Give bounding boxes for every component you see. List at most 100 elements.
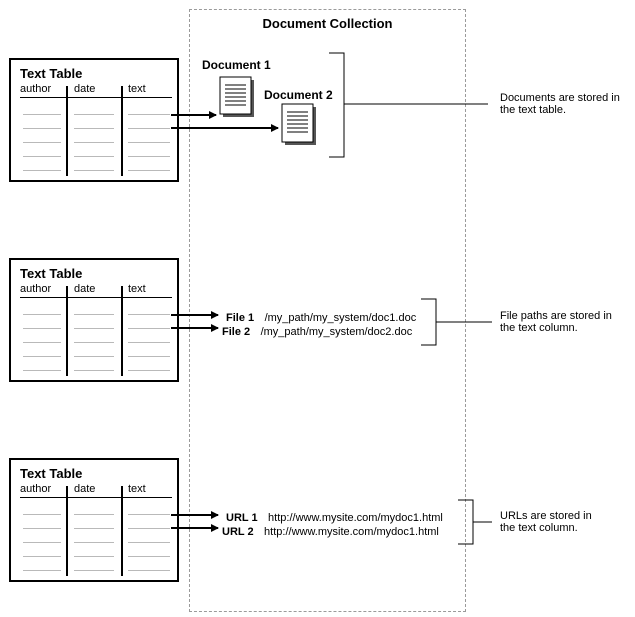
row-line bbox=[128, 542, 170, 543]
note-line: the text column. bbox=[500, 522, 578, 534]
row-line bbox=[74, 514, 114, 515]
text-table-1: Text Table author date text bbox=[9, 58, 179, 182]
row-line bbox=[74, 528, 114, 529]
row-line bbox=[74, 170, 114, 171]
bracket-documents bbox=[329, 52, 345, 158]
file-1-entry: File 1 /my_path/my_system/doc1.doc bbox=[226, 308, 416, 326]
row-line bbox=[23, 556, 61, 557]
row-line bbox=[74, 570, 114, 571]
row-line bbox=[23, 128, 61, 129]
bracket-file-paths bbox=[421, 298, 437, 346]
text-table-2: Text Table author date text bbox=[9, 258, 179, 382]
row-line bbox=[23, 314, 61, 315]
row-line bbox=[23, 142, 61, 143]
url-1-entry: URL 1 http://www.mysite.com/mydoc1.html bbox=[226, 508, 443, 526]
row-line bbox=[128, 528, 170, 529]
column-header-date: date bbox=[74, 283, 96, 295]
note-documents-stored: Documents are stored in the text table. bbox=[500, 92, 620, 116]
collection-title: Document Collection bbox=[262, 16, 393, 31]
row-line bbox=[23, 114, 61, 115]
note-line: File paths are stored in bbox=[500, 310, 612, 322]
row-line bbox=[128, 114, 170, 115]
row-line bbox=[74, 342, 114, 343]
row-line bbox=[23, 328, 61, 329]
column-separator bbox=[66, 86, 68, 176]
row-line bbox=[23, 356, 61, 357]
row-line bbox=[128, 370, 170, 371]
note-line: the text table. bbox=[500, 104, 567, 116]
row-line bbox=[74, 114, 114, 115]
document-1-label: Document 1 bbox=[202, 58, 271, 72]
row-line bbox=[23, 156, 61, 157]
row-line bbox=[128, 128, 170, 129]
row-line bbox=[23, 528, 61, 529]
column-header-author: author bbox=[20, 483, 52, 495]
row-line bbox=[128, 514, 170, 515]
file-1-path: /my_path/my_system/doc1.doc bbox=[264, 312, 417, 324]
file-2-label: File 2 bbox=[222, 326, 251, 338]
document-2-icon bbox=[281, 103, 316, 145]
row-line bbox=[128, 570, 170, 571]
row-line bbox=[74, 556, 114, 557]
column-header-text: text bbox=[128, 283, 146, 295]
note-line: URLs are stored in bbox=[500, 510, 592, 522]
row-line bbox=[23, 370, 61, 371]
column-separator bbox=[121, 86, 123, 176]
document-collection-region bbox=[189, 9, 466, 612]
row-line bbox=[74, 314, 114, 315]
row-line bbox=[23, 170, 61, 171]
header-rule bbox=[20, 297, 172, 298]
file-1-label: File 1 bbox=[226, 312, 255, 324]
header-rule bbox=[20, 497, 172, 498]
row-line bbox=[74, 156, 114, 157]
header-rule bbox=[20, 97, 172, 98]
url-2-entry: URL 2 http://www.mysite.com/mydoc1.html bbox=[222, 522, 439, 540]
row-line bbox=[74, 128, 114, 129]
row-line bbox=[128, 314, 170, 315]
row-line bbox=[23, 514, 61, 515]
column-header-text: text bbox=[128, 83, 146, 95]
url-1-label: URL 1 bbox=[226, 512, 258, 524]
document-2-label: Document 2 bbox=[264, 88, 333, 102]
column-separator bbox=[66, 486, 68, 576]
row-line bbox=[128, 170, 170, 171]
note-line: the text column. bbox=[500, 322, 578, 334]
table-title: Text Table bbox=[20, 66, 83, 81]
column-separator bbox=[66, 286, 68, 376]
document-1-icon bbox=[219, 76, 254, 117]
note-line: Documents are stored in bbox=[500, 92, 620, 104]
note-file-paths-stored: File paths are stored in the text column… bbox=[500, 310, 612, 334]
column-header-date: date bbox=[74, 83, 96, 95]
file-2-entry: File 2 /my_path/my_system/doc2.doc bbox=[222, 322, 412, 340]
row-line bbox=[23, 542, 61, 543]
row-line bbox=[128, 328, 170, 329]
row-line bbox=[128, 156, 170, 157]
table-title: Text Table bbox=[20, 466, 83, 481]
column-header-author: author bbox=[20, 83, 52, 95]
row-line bbox=[74, 542, 114, 543]
column-header-author: author bbox=[20, 283, 52, 295]
row-line bbox=[74, 356, 114, 357]
row-line bbox=[128, 342, 170, 343]
column-header-date: date bbox=[74, 483, 96, 495]
row-line bbox=[128, 356, 170, 357]
url-2-path: http://www.mysite.com/mydoc1.html bbox=[264, 526, 439, 538]
row-line bbox=[128, 556, 170, 557]
column-header-text: text bbox=[128, 483, 146, 495]
note-urls-stored: URLs are stored in the text column. bbox=[500, 510, 592, 534]
file-2-path: /my_path/my_system/doc2.doc bbox=[260, 326, 413, 338]
url-2-label: URL 2 bbox=[222, 526, 254, 538]
row-line bbox=[74, 328, 114, 329]
table-title: Text Table bbox=[20, 266, 83, 281]
row-line bbox=[74, 142, 114, 143]
row-line bbox=[74, 370, 114, 371]
column-separator bbox=[121, 486, 123, 576]
row-line bbox=[128, 142, 170, 143]
row-line bbox=[23, 342, 61, 343]
url-1-path: http://www.mysite.com/mydoc1.html bbox=[268, 512, 443, 524]
text-table-3: Text Table author date text bbox=[9, 458, 179, 582]
row-line bbox=[23, 570, 61, 571]
column-separator bbox=[121, 286, 123, 376]
bracket-urls bbox=[458, 499, 474, 545]
